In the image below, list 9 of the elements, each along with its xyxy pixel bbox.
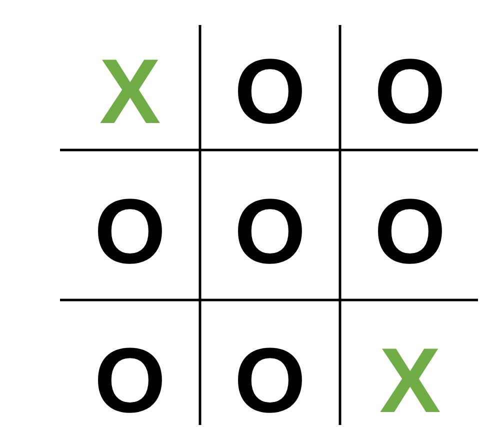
game-mark: O xyxy=(374,186,446,278)
game-mark: X xyxy=(379,335,441,427)
game-mark: O xyxy=(234,186,306,278)
game-mark: O xyxy=(374,46,446,138)
game-mark: O xyxy=(234,335,306,427)
game-mark: O xyxy=(94,335,166,427)
game-mark: O xyxy=(234,46,306,138)
game-mark: X xyxy=(99,46,161,138)
game-mark: O xyxy=(94,186,166,278)
